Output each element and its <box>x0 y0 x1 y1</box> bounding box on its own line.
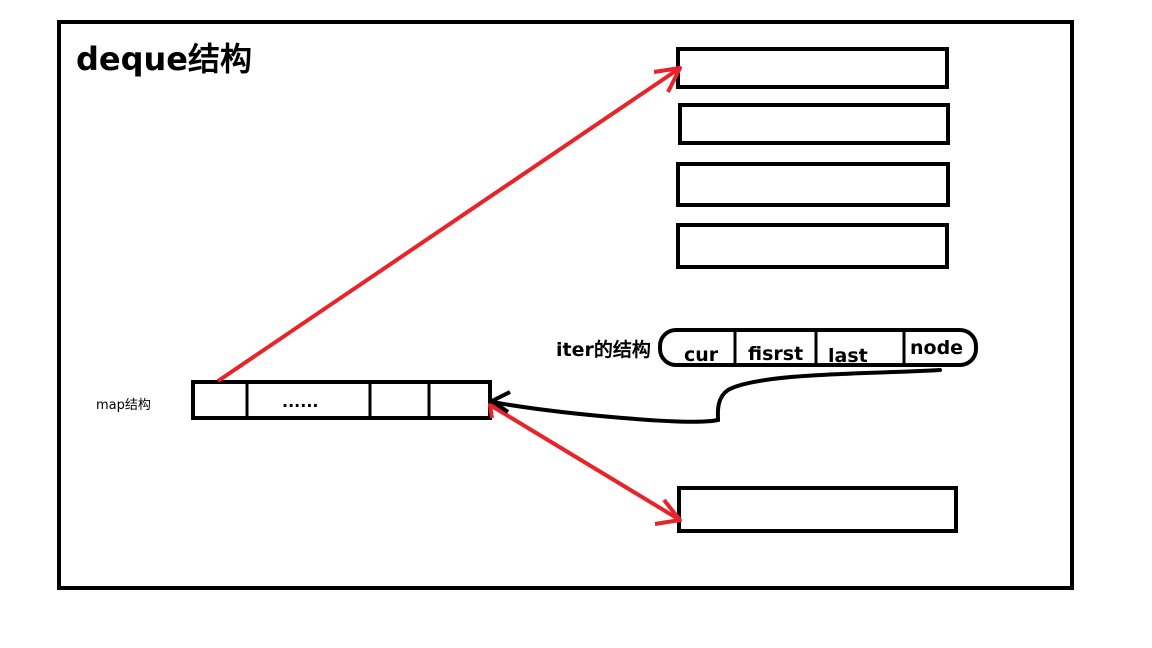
map-array: ...... <box>191 380 492 420</box>
iter-field-first: fisrst <box>748 343 803 365</box>
buffer-block <box>676 162 950 207</box>
diagram-title: deque结构 <box>76 40 252 78</box>
arrow-node-to-map <box>490 368 942 424</box>
iter-structure: cur fisrst last node <box>658 328 978 367</box>
outer-frame <box>57 20 1074 590</box>
arrow-map-to-top-buffer <box>216 66 682 383</box>
iter-field-cur: cur <box>684 344 719 366</box>
iter-field-last: last <box>828 345 868 367</box>
buffer-block <box>676 223 949 269</box>
buffer-block <box>678 103 950 145</box>
iter-field-node: node <box>910 337 963 359</box>
arrow-map-to-bottom-buffer <box>488 403 682 526</box>
map-label: map结构 <box>96 398 151 413</box>
buffer-block <box>677 486 958 533</box>
map-cell-ellipsis: ...... <box>282 392 318 411</box>
iter-label: iter的结构 <box>556 338 651 361</box>
buffer-block <box>676 47 949 89</box>
